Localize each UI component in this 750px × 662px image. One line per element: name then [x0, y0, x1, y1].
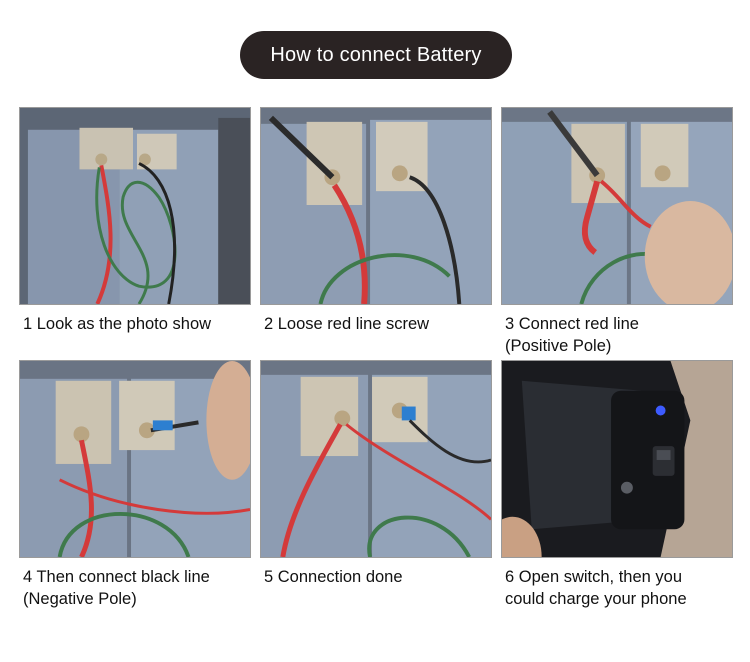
step-3-photo [501, 107, 733, 305]
step-1: 1 Look as the photo show [19, 107, 251, 335]
step-3: 3 Connect red line (Positive Pole) [501, 107, 733, 357]
step-1-caption: 1 Look as the photo show [23, 315, 212, 333]
page-title: How to connect Battery [240, 31, 512, 79]
step-4-caption: 4 Then connect black line (Negative Pole… [23, 568, 210, 608]
step-3-caption: 3 Connect red line (Positive Pole) [505, 315, 639, 355]
step-1-photo [19, 107, 251, 305]
step-5: 5 Connection done [260, 360, 492, 588]
step-2: 2 Loose red line screw [260, 107, 492, 335]
step-6: 6 Open switch, then you could charge you… [501, 360, 733, 610]
step-5-photo [260, 360, 492, 558]
step-6-caption: 6 Open switch, then you could charge you… [505, 568, 687, 608]
step-5-caption: 5 Connection done [264, 568, 403, 586]
step-4-photo [19, 360, 251, 558]
step-6-photo [501, 360, 733, 558]
step-4: 4 Then connect black line (Negative Pole… [19, 360, 251, 610]
step-2-photo [260, 107, 492, 305]
step-2-caption: 2 Loose red line screw [264, 315, 430, 333]
